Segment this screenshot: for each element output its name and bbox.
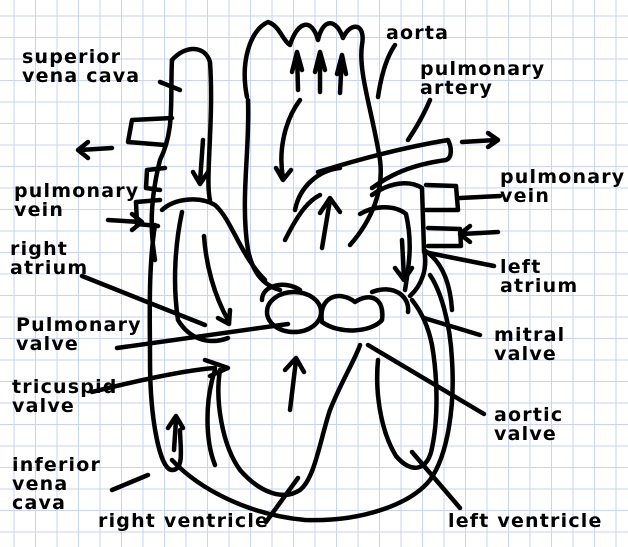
left-atrium-outline xyxy=(372,183,425,296)
label-aortic-valve: aortic valve xyxy=(494,406,563,444)
line-mitral-valve xyxy=(424,318,480,335)
line-aortic-valve xyxy=(368,345,484,414)
right-stub-pv1 xyxy=(426,185,458,210)
aorta-arrow-down-left xyxy=(276,100,300,180)
label-tricuspid-valve: tricuspid valve xyxy=(12,378,118,416)
heart-outer-bottom xyxy=(172,275,453,520)
label-right-ventricle: right ventricle xyxy=(98,512,269,531)
arrow-pv-right-in xyxy=(460,226,498,242)
line-pulmonary-valve xyxy=(117,324,288,348)
label-aorta: aorta xyxy=(386,24,449,43)
left-ventricle-inner xyxy=(377,300,436,468)
line-ivc xyxy=(112,475,148,490)
aorta-arrow-left xyxy=(292,52,302,90)
ra-arrow xyxy=(204,236,230,324)
pa-arrow xyxy=(320,198,340,248)
svc-arrow xyxy=(193,140,208,184)
rv-arrow xyxy=(285,358,304,410)
right-stub-pv2 xyxy=(428,228,461,246)
label-pulmonary-artery: pulmonary artery xyxy=(420,60,545,98)
pulmonary-trunk-left xyxy=(285,195,320,240)
aorta-arrow-right xyxy=(337,55,346,93)
line-pv-right xyxy=(460,196,500,198)
label-right-atrium: right atrium xyxy=(10,240,88,278)
label-left-atrium: left atrium xyxy=(500,258,578,296)
aorta-arrow-mid xyxy=(315,52,325,92)
line-left-ventricle xyxy=(412,452,460,508)
label-left-ventricle: left ventricle xyxy=(448,512,603,531)
line-pulmonary-artery xyxy=(408,100,430,140)
arrow-left-out xyxy=(78,142,112,158)
label-mitral-valve: mitral valve xyxy=(494,326,565,364)
label-inferior-vena-cava: inferior vena cava xyxy=(12,456,101,513)
label-pulmonary-valve: Pulmonary valve xyxy=(16,316,142,354)
label-pulmonary-vein-left: pulmonary vein xyxy=(14,182,139,220)
pulmonary-artery-upper xyxy=(318,140,451,188)
rv-left-wall xyxy=(208,370,216,465)
arrow-right-out xyxy=(462,133,498,147)
label-pulmonary-vein-right: pulmonary vein xyxy=(500,168,625,206)
valve-shape-mid xyxy=(322,296,383,330)
line-aorta xyxy=(378,45,395,97)
label-superior-vena-cava: superior vena cava xyxy=(22,48,140,86)
